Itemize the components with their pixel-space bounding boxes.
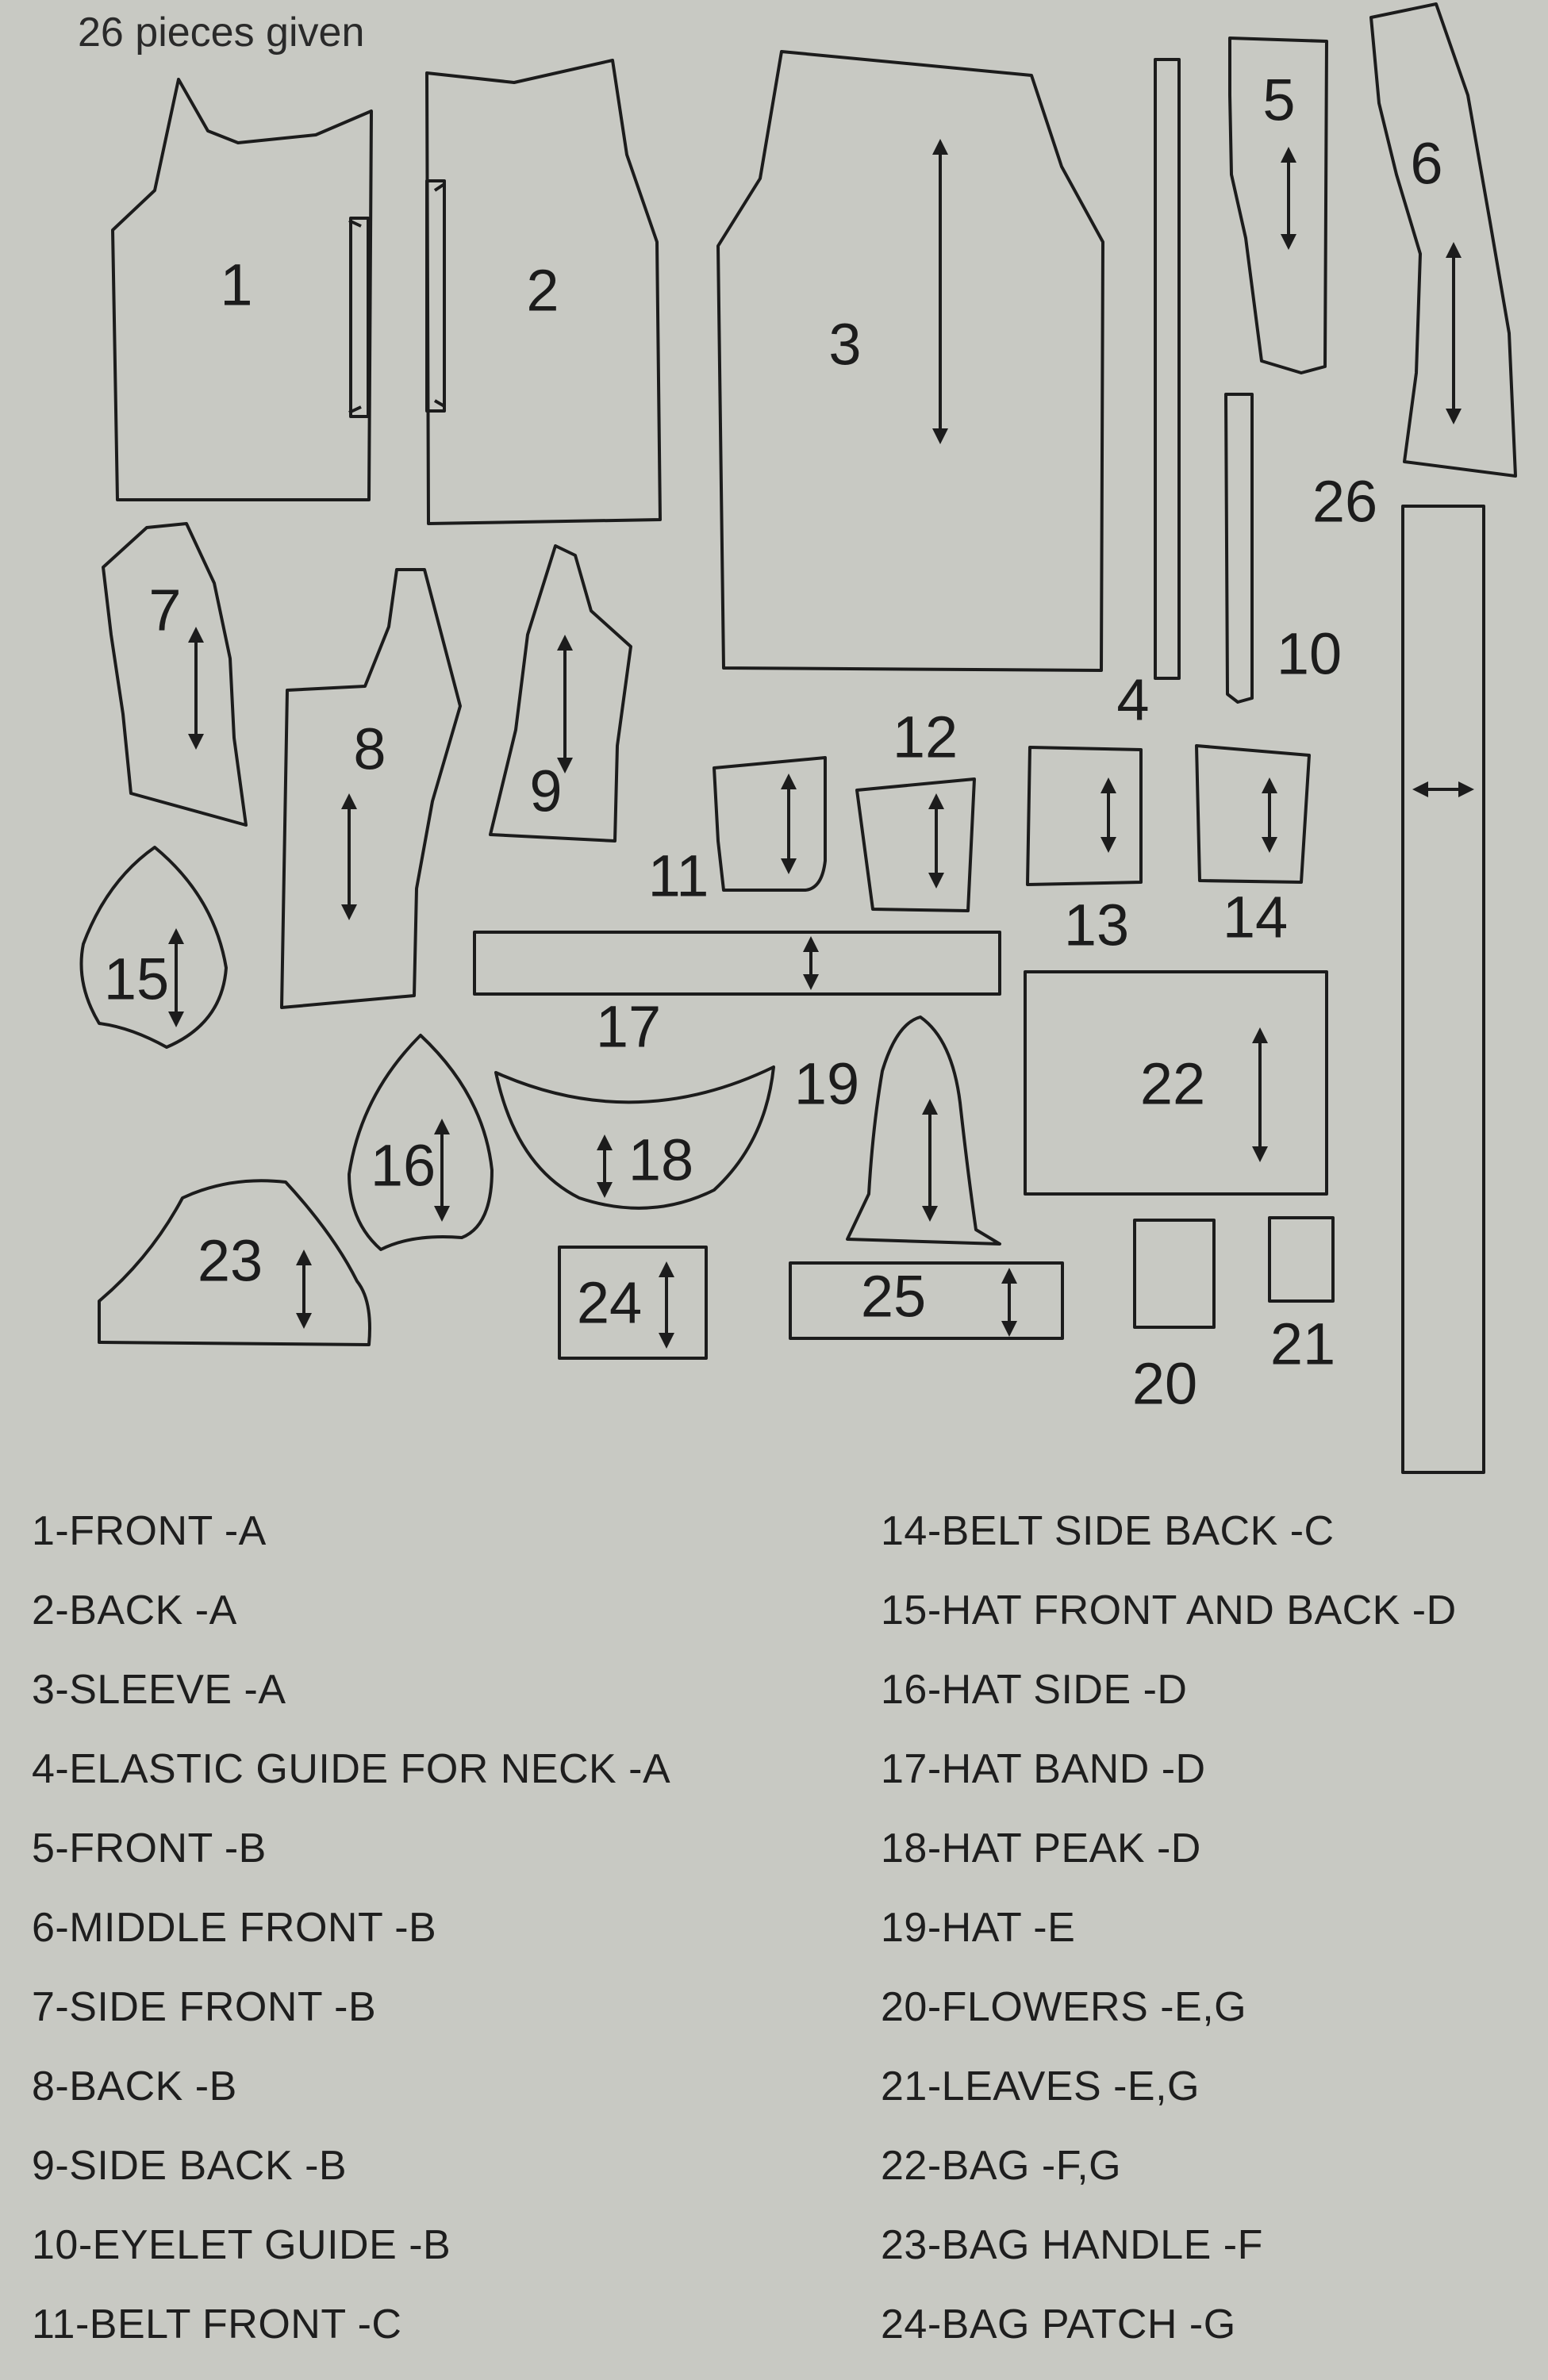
- piece-18-number: 18: [628, 1127, 693, 1193]
- piece-9-outline: [489, 544, 632, 843]
- piece-2-outline: [425, 59, 662, 525]
- legend-item: 16-HAT SIDE -D: [881, 1667, 1188, 1713]
- piece-25-number: 25: [861, 1264, 926, 1330]
- piece-6-number: 6: [1410, 131, 1442, 197]
- piece-11-number: 11: [648, 843, 709, 909]
- piece-14-number: 14: [1223, 885, 1288, 950]
- piece-17-number: 17: [596, 994, 661, 1060]
- legend-item: 8-BACK -B: [32, 2063, 237, 2109]
- piece-17-outline: [473, 931, 1001, 996]
- piece-13-outline: [1026, 746, 1143, 886]
- legend-item: 24-BAG PATCH -G: [881, 2301, 1236, 2347]
- piece-23-number: 23: [198, 1228, 263, 1294]
- legend-item: 1-FRONT -A: [32, 1508, 267, 1554]
- legend-item: 9-SIDE BACK -B: [32, 2143, 348, 2189]
- piece-5-outline: [1228, 36, 1328, 374]
- piece-4-number: 4: [1116, 667, 1149, 733]
- piece-6-outline: [1369, 2, 1517, 478]
- piece-21-number: 21: [1270, 1311, 1335, 1377]
- pieces-count-label: 26 pieces given: [78, 10, 364, 56]
- piece-22-outline: [1024, 970, 1328, 1196]
- piece-15-outline: [79, 846, 228, 1049]
- piece-11-outline: [713, 756, 827, 892]
- piece-8-number: 8: [353, 716, 386, 782]
- legend-item: 3-SLEEVE -A: [32, 1667, 286, 1713]
- piece-9-number: 9: [529, 758, 562, 824]
- piece-13-number: 13: [1064, 892, 1129, 958]
- pattern-pieces-diagram: 26 pieces given 1 2 3 4 5 6 7 8 9 10: [78, 2, 1517, 1474]
- piece-10-outline: [1224, 393, 1254, 704]
- piece-5-number: 5: [1262, 67, 1295, 133]
- legend-item: 4-ELASTIC GUIDE FOR NECK -A: [32, 1746, 671, 1792]
- piece-26-number: 26: [1312, 469, 1377, 535]
- legend-item: 10-EYELET GUIDE -B: [32, 2222, 451, 2268]
- piece-14-outline: [1195, 744, 1311, 884]
- legend-item: 14-BELT SIDE BACK -C: [881, 1508, 1335, 1554]
- legend-item: 5-FRONT -B: [32, 1825, 267, 1871]
- piece-7-outline: [102, 522, 248, 827]
- piece-23-outline: [98, 1179, 371, 1346]
- piece-8-outline: [280, 568, 462, 1009]
- pieces-legend: 1-FRONT -A 2-BACK -A 3-SLEEVE -A 4-ELAST…: [0, 1491, 1548, 2380]
- piece-3-number: 3: [828, 312, 861, 378]
- piece-19-outline: [846, 1015, 1001, 1246]
- legend-item: 15-HAT FRONT AND BACK -D: [881, 1587, 1457, 1633]
- legend-item: 22-BAG -F,G: [881, 2143, 1122, 2189]
- legend-item: 7-SIDE FRONT -B: [32, 1984, 377, 2030]
- piece-20-number: 20: [1132, 1351, 1197, 1417]
- piece-10-number: 10: [1277, 621, 1342, 687]
- legend-item: 17-HAT BAND -D: [881, 1746, 1206, 1792]
- piece-7-number: 7: [148, 578, 181, 643]
- piece-15-number: 15: [104, 946, 169, 1012]
- legend-item: 20-FLOWERS -E,G: [881, 1984, 1247, 2030]
- piece-18-outline: [494, 1065, 775, 1210]
- piece-26-outline: [1401, 505, 1485, 1474]
- piece-24-number: 24: [577, 1270, 642, 1336]
- legend-item: 2-BACK -A: [32, 1587, 237, 1633]
- piece-24-outline: [558, 1246, 708, 1360]
- piece-4-outline: [1154, 58, 1181, 680]
- piece-21-outline: [1268, 1216, 1335, 1303]
- legend-item: 23-BAG HANDLE -F: [881, 2222, 1263, 2268]
- legend-item: 11-BELT FRONT -C: [32, 2301, 402, 2347]
- legend-item: 19-HAT -E: [881, 1905, 1076, 1951]
- piece-3-outline: [716, 50, 1104, 672]
- piece-19-number: 19: [794, 1051, 859, 1117]
- piece-20-outline: [1133, 1219, 1216, 1329]
- piece-16-number: 16: [371, 1133, 436, 1199]
- piece-25-outline: [789, 1261, 1064, 1340]
- piece-16-outline: [348, 1034, 494, 1251]
- piece-1-outline: [111, 78, 373, 501]
- piece-12-outline: [855, 777, 976, 912]
- piece-1-number: 1: [220, 252, 252, 318]
- piece-12-number: 12: [893, 704, 958, 770]
- legend-item: 21-LEAVES -E,G: [881, 2063, 1200, 2109]
- legend-item: 18-HAT PEAK -D: [881, 1825, 1201, 1871]
- piece-2-number: 2: [526, 258, 559, 324]
- piece-22-number: 22: [1140, 1051, 1205, 1117]
- legend-item: 6-MIDDLE FRONT -B: [32, 1905, 437, 1951]
- legend-right-column: 14-BELT SIDE BACK -C 15-HAT FRONT AND BA…: [881, 1491, 1457, 2364]
- legend-left-column: 1-FRONT -A 2-BACK -A 3-SLEEVE -A 4-ELAST…: [32, 1491, 670, 2364]
